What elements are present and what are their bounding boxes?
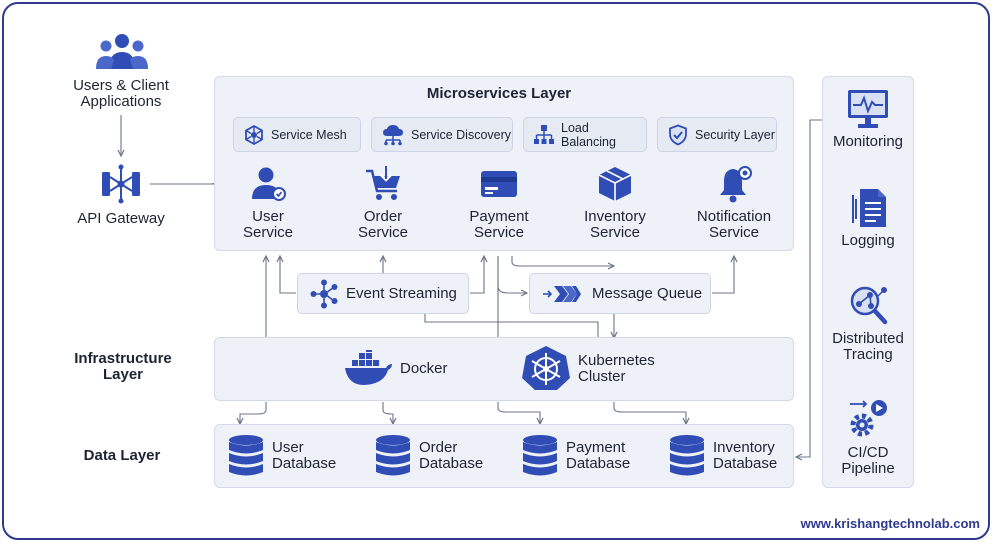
docker-label: Docker xyxy=(400,360,448,377)
card-icon xyxy=(481,171,517,197)
database-icon xyxy=(229,435,263,476)
microservices-layer-title: Microservices Layer xyxy=(426,85,572,102)
database-icon xyxy=(670,435,704,476)
database-icon xyxy=(376,435,410,476)
event-streaming-icon xyxy=(310,279,338,308)
website-link[interactable]: www.krishangtechnolab.com xyxy=(800,516,980,531)
bell-icon xyxy=(720,166,752,203)
tracing-icon xyxy=(850,286,888,325)
monitoring-label: Monitoring xyxy=(832,133,904,150)
document-icon xyxy=(852,189,886,227)
microservices-layer-panel xyxy=(214,76,794,251)
hierarchy-icon xyxy=(534,124,554,144)
service-mesh-icon xyxy=(245,124,263,145)
event-streaming-box[interactable]: Event Streaming xyxy=(297,273,469,314)
chip-load-balancing[interactable]: Load Balancing xyxy=(523,117,647,152)
chip-label: Service Mesh xyxy=(271,127,347,142)
box-icon xyxy=(598,167,632,201)
users-group-icon xyxy=(96,34,148,69)
chip-service-mesh[interactable]: Service Mesh xyxy=(233,117,361,152)
infrastructure-layer-panel xyxy=(214,337,794,401)
observability-panel xyxy=(822,76,914,488)
message-queue-label: Message Queue xyxy=(592,285,703,302)
chip-label: Load Balancing xyxy=(561,120,616,149)
event-streaming-label: Event Streaming xyxy=(346,285,457,302)
database-icon xyxy=(523,435,557,476)
monitor-icon xyxy=(848,90,888,128)
cloud-network-icon xyxy=(383,124,403,145)
gear-icon xyxy=(850,400,887,437)
chip-label: Security Layer xyxy=(695,127,775,142)
kubernetes-icon xyxy=(522,346,570,390)
chip-label: Service Discovery xyxy=(411,127,512,142)
shield-icon xyxy=(669,124,687,145)
user-icon xyxy=(252,167,286,201)
queue-arrows-icon xyxy=(543,285,581,302)
docker-whale-icon xyxy=(345,350,392,385)
cart-icon xyxy=(366,166,400,200)
chip-security-layer[interactable]: Security Layer xyxy=(657,117,777,152)
data-layer-label: Data Layer xyxy=(83,447,161,464)
message-queue-box[interactable]: Message Queue xyxy=(529,273,711,314)
logging-label: Logging xyxy=(841,232,895,249)
api-gateway-label: API Gateway xyxy=(77,210,165,227)
chip-service-discovery[interactable]: Service Discovery xyxy=(371,117,513,152)
api-gateway-icon xyxy=(102,164,140,204)
